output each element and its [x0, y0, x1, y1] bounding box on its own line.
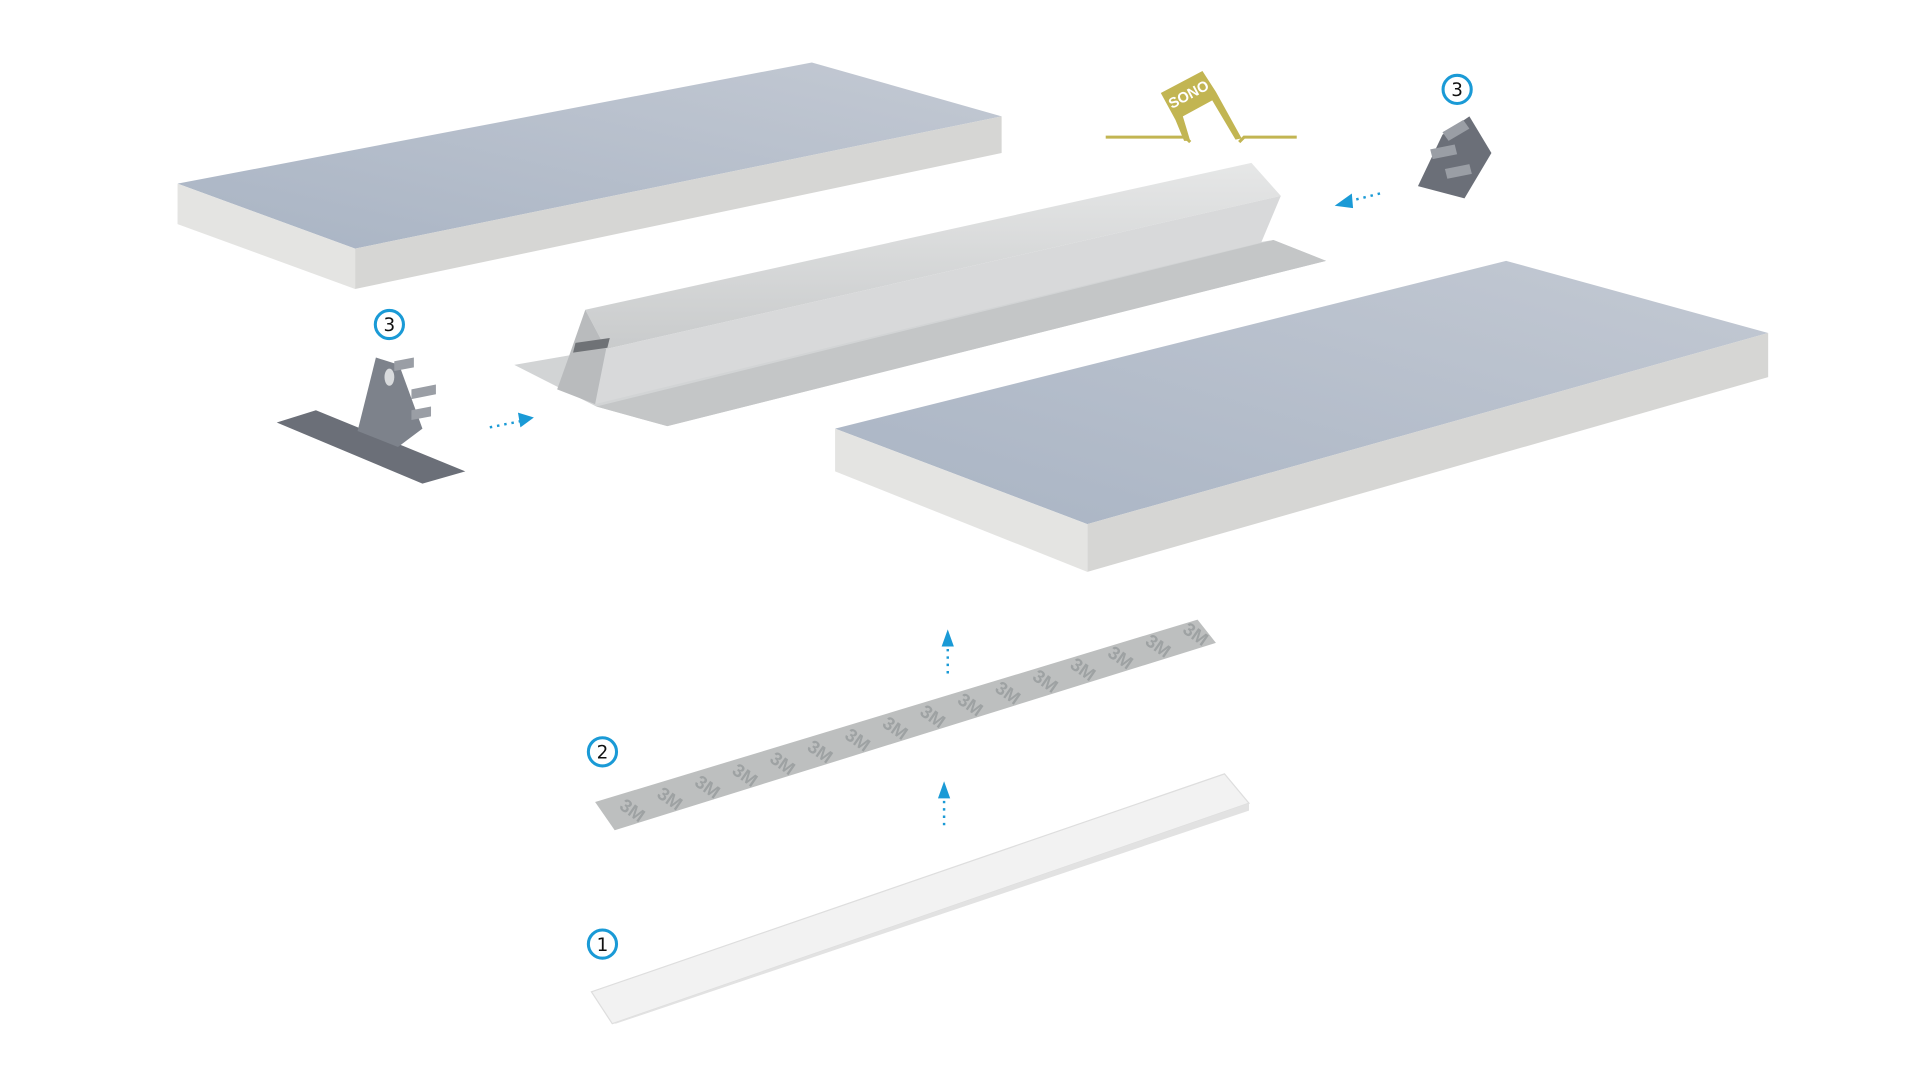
marker-label: 3 — [1451, 80, 1463, 101]
acoustic-panel-left — [177, 62, 1002, 289]
diffuser-cover — [590, 773, 1251, 1025]
arrow-clip-right — [1334, 192, 1381, 209]
end-clip-left — [276, 357, 466, 484]
sono-logo: SONO — [1105, 71, 1297, 144]
arrow-tape-up — [941, 629, 954, 676]
arrow-diffuser-up — [937, 781, 951, 831]
marker-label: 2 — [597, 743, 609, 764]
aluminium-profile — [514, 162, 1327, 427]
marker-clip-right: 3 — [1441, 73, 1473, 105]
end-clip-right — [1417, 116, 1492, 199]
arrow-clip-left — [489, 412, 534, 429]
marker-label: 1 — [597, 935, 609, 956]
marker-diffuser: 1 — [586, 928, 619, 960]
marker-tape: 2 — [586, 736, 619, 768]
marker-clip-left: 3 — [373, 308, 405, 341]
acoustic-panel-right — [835, 260, 1769, 572]
marker-label: 3 — [384, 315, 396, 336]
